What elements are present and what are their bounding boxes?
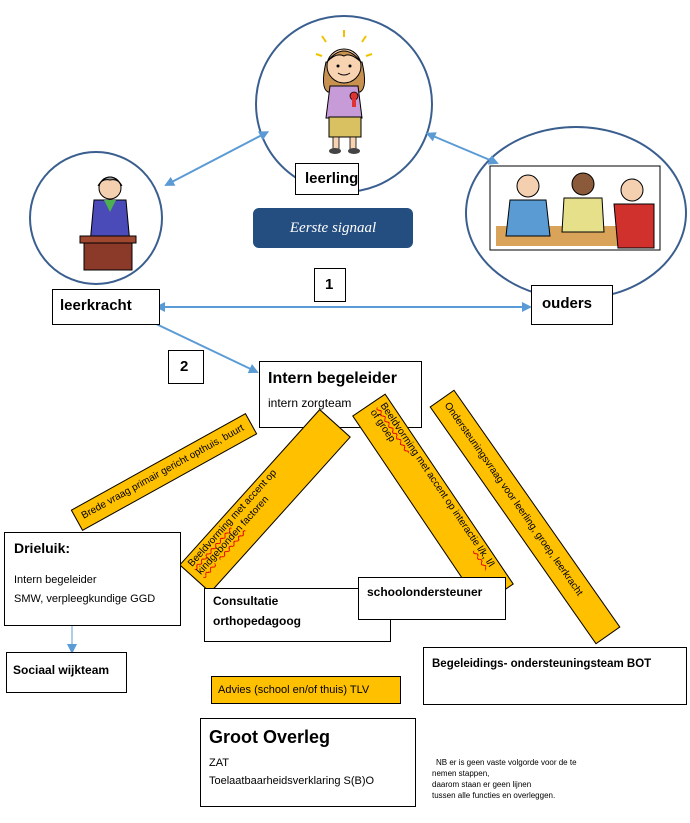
groot-overleg-box — [200, 718, 416, 807]
teacher-illustration — [79, 176, 137, 271]
consultatie-line2: orthopedagoog — [213, 614, 301, 628]
intern-begeleider-sub: intern zorgteam — [268, 396, 352, 410]
ouders-label — [531, 285, 613, 325]
groot-overleg-title: Groot Overleg — [209, 727, 331, 747]
advies-text: Advies (school en/of thuis) TLV — [218, 684, 370, 696]
girl-illustration — [315, 30, 373, 154]
arrow-leerkracht-ib — [151, 321, 259, 374]
advies-box: Advies (school en/of thuis) TLV — [211, 676, 401, 704]
drieluik-box — [4, 532, 181, 626]
nb-line3: daarom staan er geen lijnen — [432, 780, 532, 789]
leerkracht-text: leerkracht — [60, 297, 132, 314]
ouders-text: ouders — [542, 295, 593, 312]
eerste-signaal-banner: Eerste signaal — [253, 208, 413, 248]
nb-line1: NB er is geen vaste volgorde voor de te — [436, 758, 577, 767]
groot-overleg-line2: Toelaatbaarheidsverklaring S(B)O — [209, 775, 375, 787]
schoolondersteuner-box — [358, 577, 506, 620]
schoolondersteuner-text: schoolondersteuner — [367, 585, 483, 599]
arrow-leerling-leerkracht — [164, 131, 270, 186]
nb-note: NB er is geen vaste volgorde voor de te … — [432, 757, 577, 801]
leerkracht-label — [52, 289, 160, 325]
drieluik-line2: SMW, verpleegkundige GGD — [14, 593, 156, 605]
step-1-number: 1 — [325, 276, 334, 293]
step-2-box — [168, 350, 204, 384]
arrow-leerling-ouders — [425, 132, 499, 165]
nb-line4: tussen alle functies en overleggen. — [432, 791, 556, 800]
step-2-number: 2 — [180, 358, 189, 375]
bot-text: Begeleidings- ondersteuningsteam BOT — [432, 658, 652, 670]
leerling-text: leerling — [305, 170, 359, 187]
sociaal-wijkteam-text: Sociaal wijkteam — [13, 663, 110, 677]
step-1-box — [314, 268, 346, 302]
drieluik-title: Drieluik: — [14, 540, 71, 556]
sociaal-wijkteam-box — [6, 652, 127, 693]
consultatie-line1: Consultatie — [213, 594, 279, 608]
drieluik-line1: Intern begeleider — [14, 574, 97, 586]
leerling-label — [295, 163, 359, 195]
groot-overleg-line1: ZAT — [209, 757, 229, 769]
bot-box — [423, 647, 687, 705]
nb-line2: nemen stappen, — [432, 769, 490, 778]
intern-begeleider-title: Intern begeleider — [268, 370, 397, 387]
parents-illustration — [489, 165, 661, 251]
